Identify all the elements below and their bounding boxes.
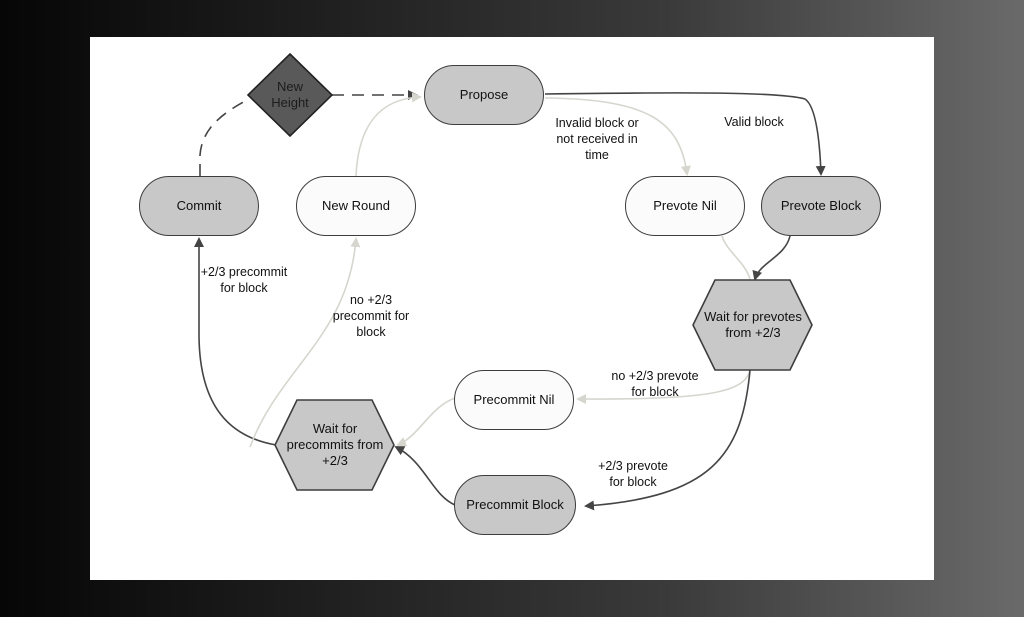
edge-wait-prevotes-to-precommit-nil (576, 369, 751, 405)
diagram-canvas: New Height Propose Commit New Round Prev… (90, 37, 934, 580)
wait-precommits-hexagon (274, 399, 395, 491)
edge-precommit-nil-to-wait-precommits (396, 397, 456, 447)
commit-node: Commit (139, 176, 259, 236)
edge-label-valid-block: Valid block (724, 115, 784, 129)
edge-label-no-prevote: no +2/3 prevote for block (611, 369, 699, 399)
edge-wait-precommits-to-new-round (249, 237, 361, 448)
wait-prevotes-label: Wait for prevotes from +2/3 (704, 309, 802, 340)
edge-prevote-block-to-wait-prevotes (752, 235, 791, 281)
precommit-nil-node: Precommit Nil (454, 370, 574, 430)
edge-label-invalid-block: Invalid block or not received in time (555, 116, 639, 162)
wait-prevotes-hexagon (692, 279, 813, 371)
edge-precommit-block-to-wait-precommits (394, 446, 456, 506)
propose-node: Propose (424, 65, 544, 125)
edge-wait-prevotes-to-precommit-block (584, 369, 751, 511)
prevote-block-node: Prevote Block (761, 176, 881, 236)
precommit-block-node: Precommit Block (454, 475, 576, 535)
edge-propose-to-prevote-block (544, 92, 826, 176)
diagram-edges (194, 52, 826, 511)
prevote-nil-node: Prevote Nil (625, 176, 745, 236)
edge-new-round-to-propose (355, 92, 422, 177)
new-round-node: New Round (296, 176, 416, 236)
edge-wait-precommits-to-commit (194, 237, 277, 446)
new-height-diamond (246, 52, 334, 138)
edge-label-yes-prevote: +2/3 prevote for block (598, 459, 668, 489)
wait-precommits-label: Wait for precommits from +2/3 (286, 421, 384, 468)
edge-commit-to-new-height (199, 99, 248, 176)
edge-label-no-precommit: no +2/3 precommit for block (332, 293, 410, 339)
edge-prevote-nil-to-wait-prevotes (721, 235, 751, 280)
edge-propose-to-prevote-nil (544, 97, 691, 176)
new-height-label: New Height (271, 79, 309, 110)
edge-label-commit-block: +2/3 precommit for block (200, 265, 288, 295)
